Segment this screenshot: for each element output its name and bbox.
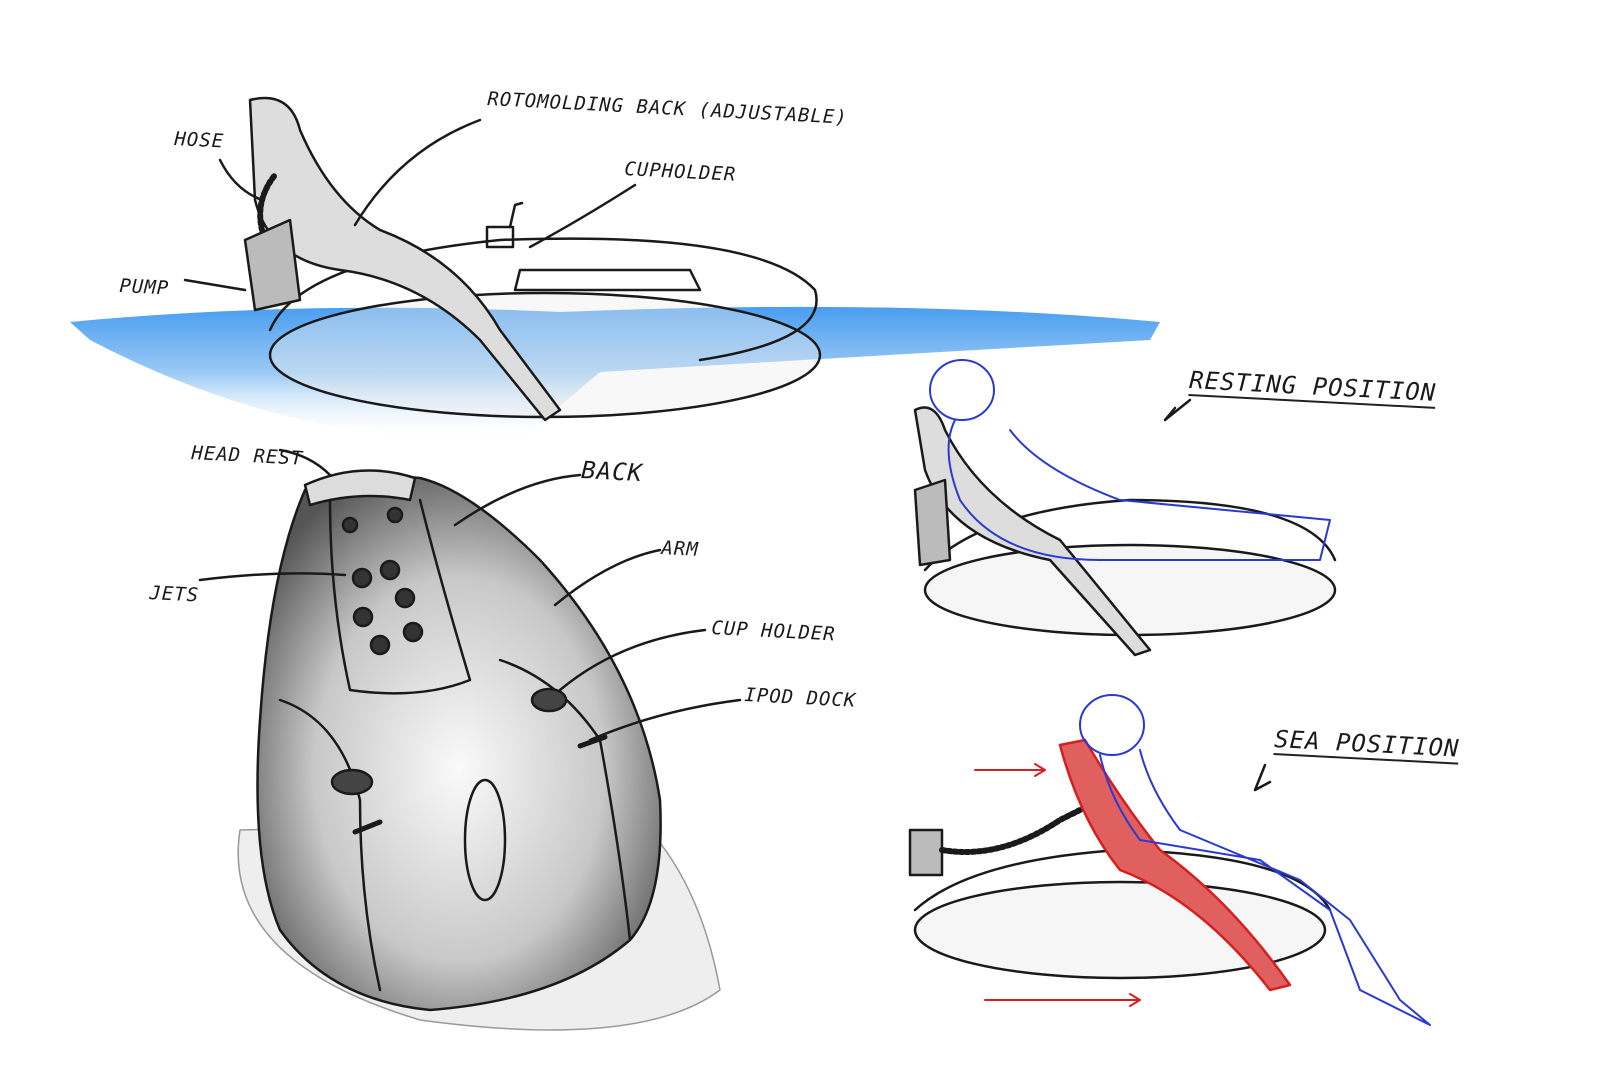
- front-view: [198, 448, 742, 1031]
- sea-position-view: [908, 694, 1431, 1026]
- label-arm: Arm: [660, 537, 700, 561]
- label-back: Back: [580, 456, 644, 488]
- label-pump: Pump: [118, 275, 170, 300]
- label-jets: Jets: [148, 582, 200, 607]
- resting-position-view: [913, 359, 1337, 657]
- label-hose: Hose: [173, 128, 225, 153]
- side-view-on-water: [70, 96, 1160, 441]
